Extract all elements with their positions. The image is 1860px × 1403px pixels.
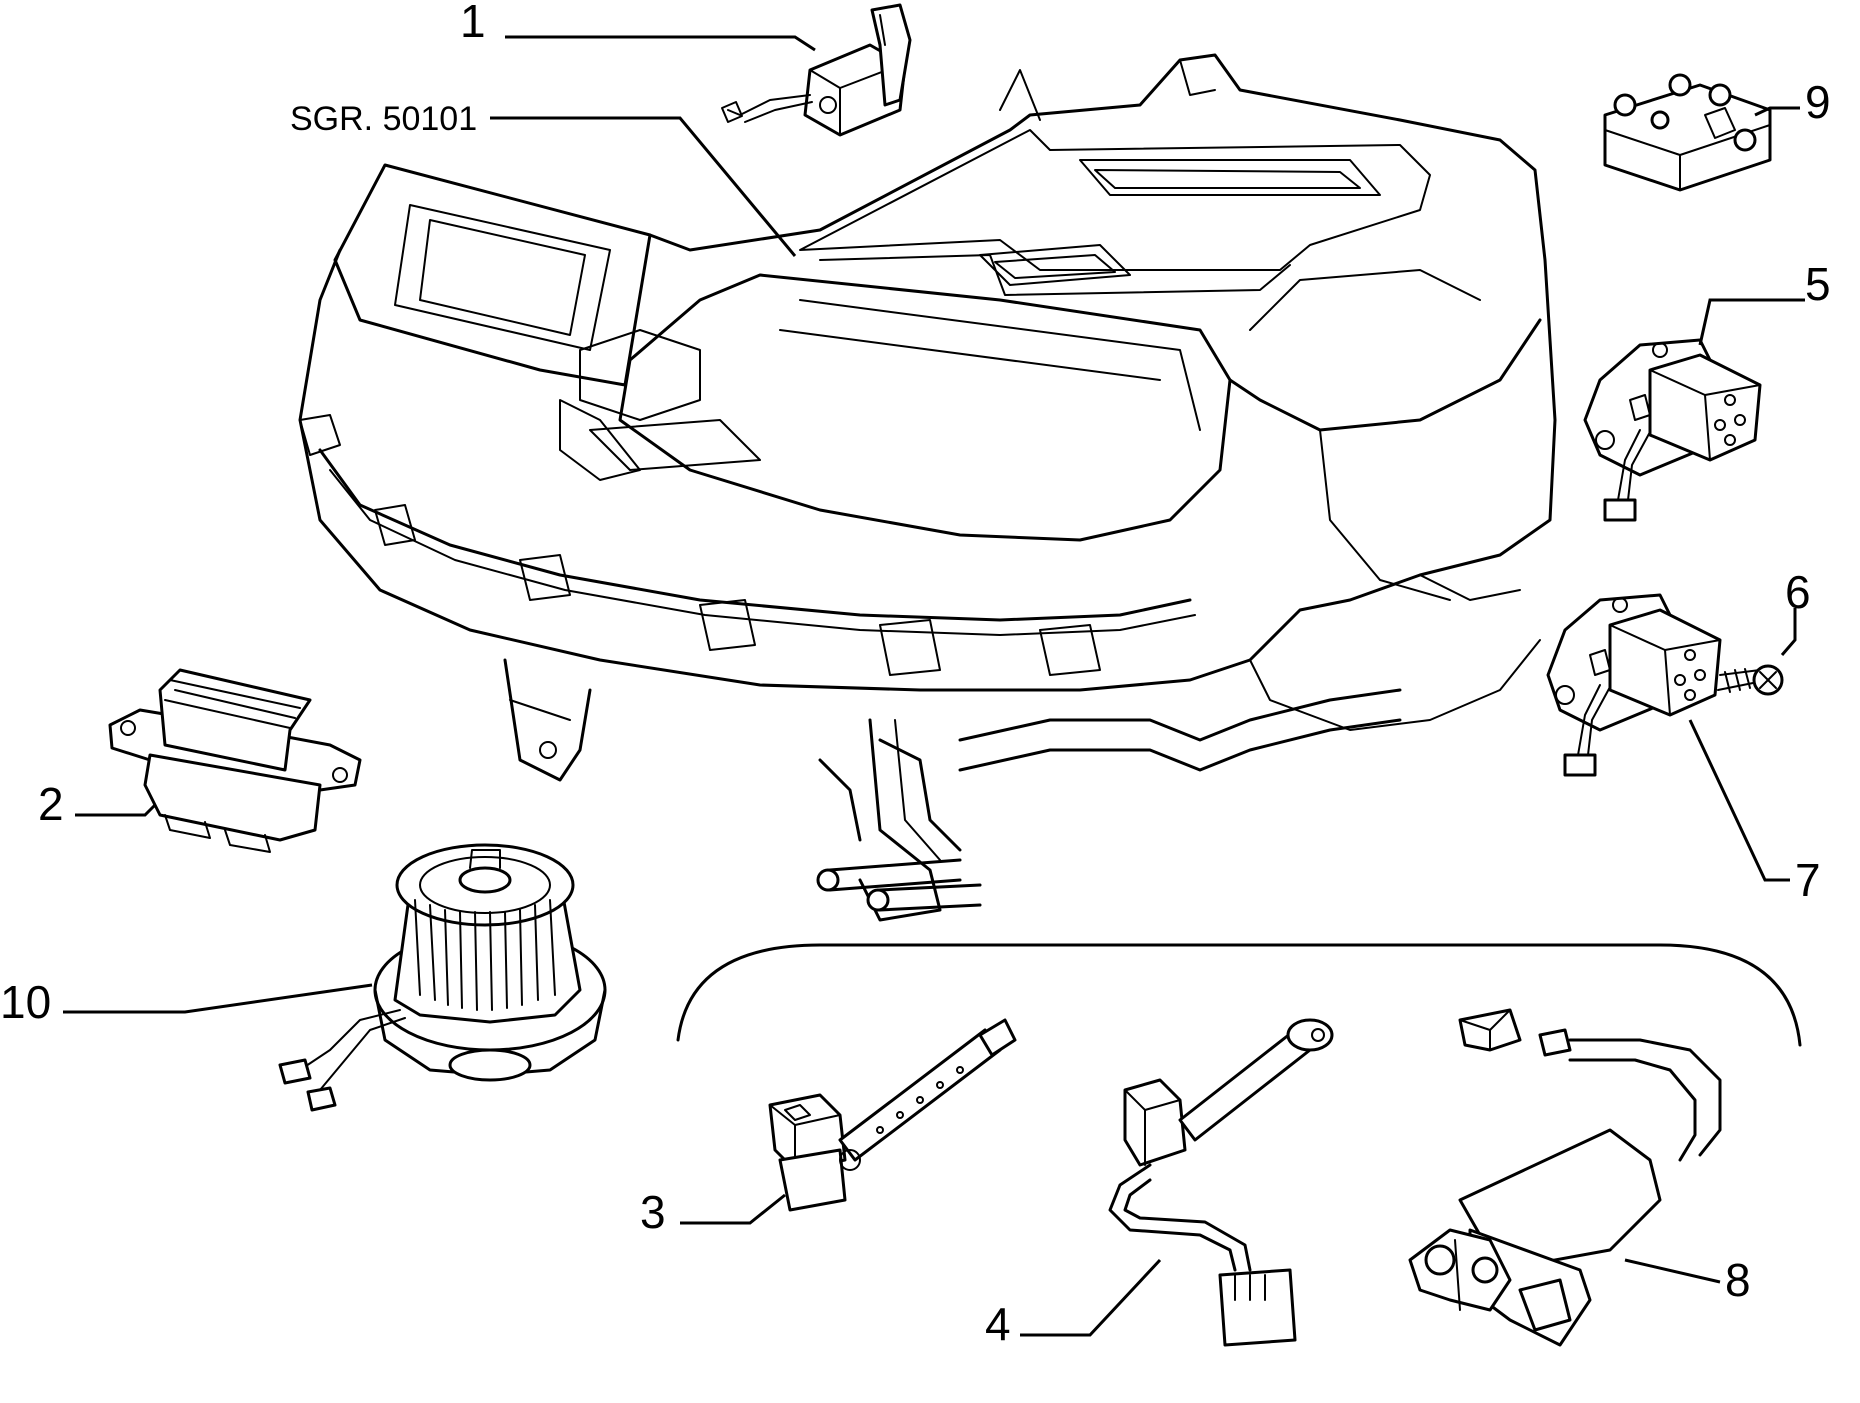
part-8-motor bbox=[1408, 1008, 1722, 1347]
part-6-screw bbox=[1717, 664, 1784, 696]
part-5-relay bbox=[1583, 338, 1762, 522]
part-4-sensor bbox=[1108, 1018, 1334, 1347]
callout-2: 2 bbox=[38, 778, 64, 830]
part-1-actuator bbox=[721, 3, 912, 137]
callout-10: 10 bbox=[0, 976, 51, 1028]
leader-lines bbox=[63, 35, 1805, 1337]
callout-5: 5 bbox=[1805, 258, 1831, 310]
callout-4: 4 bbox=[985, 1298, 1011, 1350]
group-bracket bbox=[676, 943, 1802, 1047]
part-10-blower-fan bbox=[278, 843, 607, 1112]
callout-7: 7 bbox=[1795, 854, 1821, 906]
part-3-sensor bbox=[768, 1018, 1017, 1212]
callout-3: 3 bbox=[640, 1186, 666, 1238]
callout-9: 9 bbox=[1805, 76, 1831, 128]
callout-labels: 1 SGR. 50101 9 5 6 7 8 2 10 3 4 bbox=[0, 0, 1831, 1350]
part-7-relay bbox=[1546, 593, 1722, 777]
callout-8: 8 bbox=[1725, 1254, 1751, 1306]
callout-1: 1 bbox=[460, 0, 486, 47]
part-9-switch bbox=[1603, 73, 1772, 192]
part-2-resistor bbox=[108, 668, 362, 853]
reference-label: SGR. 50101 bbox=[290, 100, 477, 138]
callout-6: 6 bbox=[1785, 566, 1811, 618]
heater-housing-assembly bbox=[298, 53, 1557, 922]
